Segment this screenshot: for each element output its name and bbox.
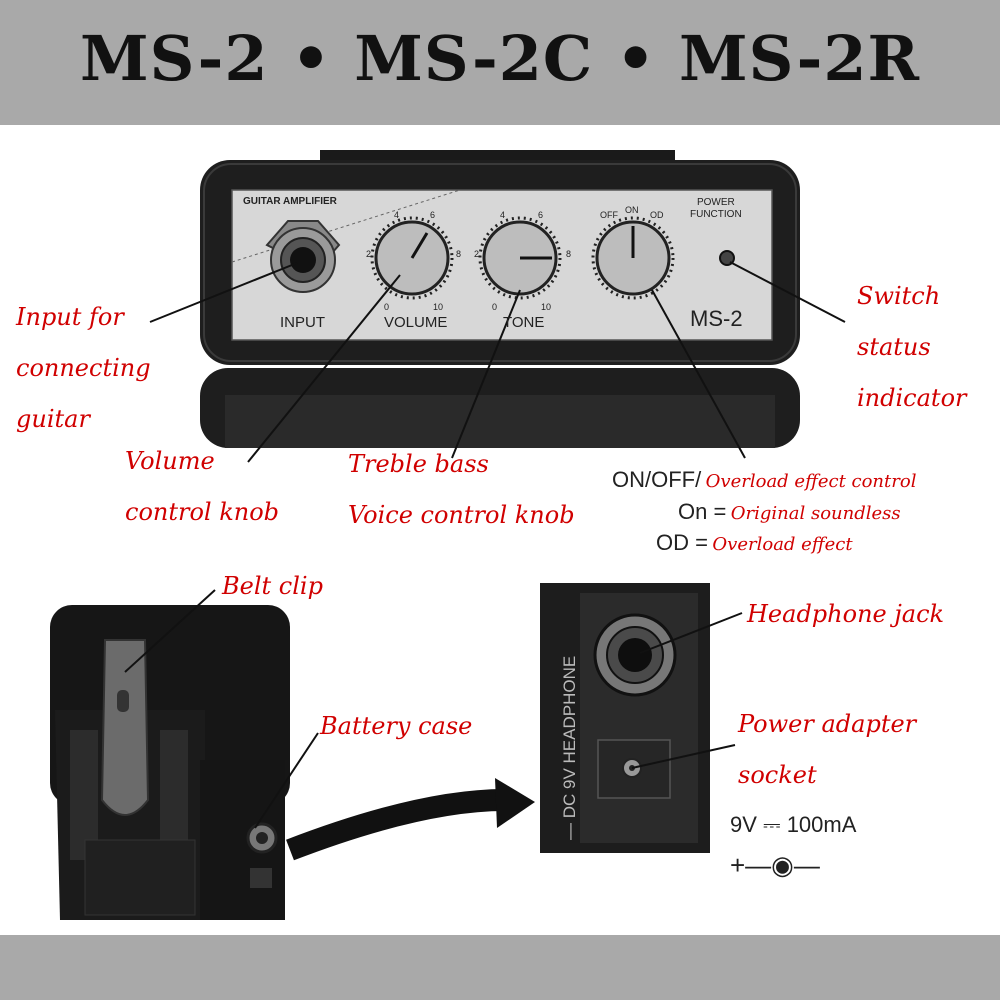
legend-row-on: On = Original soundless bbox=[678, 499, 901, 524]
belt-clip-callout: Belt clip bbox=[222, 572, 323, 600]
tone-scale-2: 2 bbox=[474, 249, 480, 259]
switch-scale-od: OD bbox=[650, 210, 664, 220]
headphone-jack-callout: Headphone jack bbox=[747, 600, 945, 628]
panel-header: GUITAR AMPLIFIER bbox=[243, 196, 337, 207]
leader-lines-upper bbox=[149, 261, 846, 463]
volume-scale-6: 6 bbox=[430, 210, 436, 220]
function-switch-knob[interactable] bbox=[591, 216, 675, 300]
top-band bbox=[0, 0, 1000, 125]
tone-scale-0: 0 bbox=[492, 302, 498, 312]
power-spec: 9V ⎓ 100mA bbox=[730, 812, 857, 837]
leader-lines-lower bbox=[124, 589, 743, 829]
volume-scale-10: 10 bbox=[433, 302, 444, 312]
volume-scale-8: 8 bbox=[456, 249, 462, 259]
side-panel-vertical-text: — DC 9V HEADPHONE bbox=[560, 655, 579, 840]
arrow-head bbox=[495, 778, 535, 828]
tone-knob[interactable] bbox=[478, 216, 562, 300]
bottom-band bbox=[0, 935, 1000, 1000]
tone-scale-4: 4 bbox=[500, 210, 506, 220]
volume-scale-4: 4 bbox=[394, 210, 400, 220]
switch-scale-off: OFF bbox=[600, 210, 618, 220]
page-title: MS-2 • MS-2C • MS-2R bbox=[79, 22, 921, 95]
input-label: INPUT bbox=[280, 314, 325, 331]
battery-case-callout: Battery case bbox=[320, 712, 473, 740]
volume-scale-2: 2 bbox=[366, 249, 372, 259]
volume-scale-0: 0 bbox=[384, 302, 390, 312]
belt-clip-unit bbox=[50, 605, 290, 920]
legend-row-onoff: ON/OFF/ Overload effect control bbox=[612, 467, 917, 492]
input-jack[interactable] bbox=[265, 220, 341, 293]
model-label: MS-2 bbox=[690, 306, 743, 331]
volume-label: VOLUME bbox=[384, 314, 448, 331]
amplifier-head bbox=[200, 150, 800, 448]
curved-arrow bbox=[286, 789, 506, 861]
legend-row-od: OD = Overload effect bbox=[656, 530, 853, 555]
volume-knob[interactable] bbox=[370, 216, 454, 300]
tone-label: TONE bbox=[503, 314, 545, 331]
tone-scale-10: 10 bbox=[541, 302, 552, 312]
side-panel bbox=[540, 583, 710, 853]
polarity-symbol: +—◉— bbox=[730, 850, 820, 880]
tone-scale-8: 8 bbox=[566, 249, 572, 259]
tone-scale-6: 6 bbox=[538, 210, 544, 220]
switch-scale-on: ON bbox=[625, 205, 639, 215]
